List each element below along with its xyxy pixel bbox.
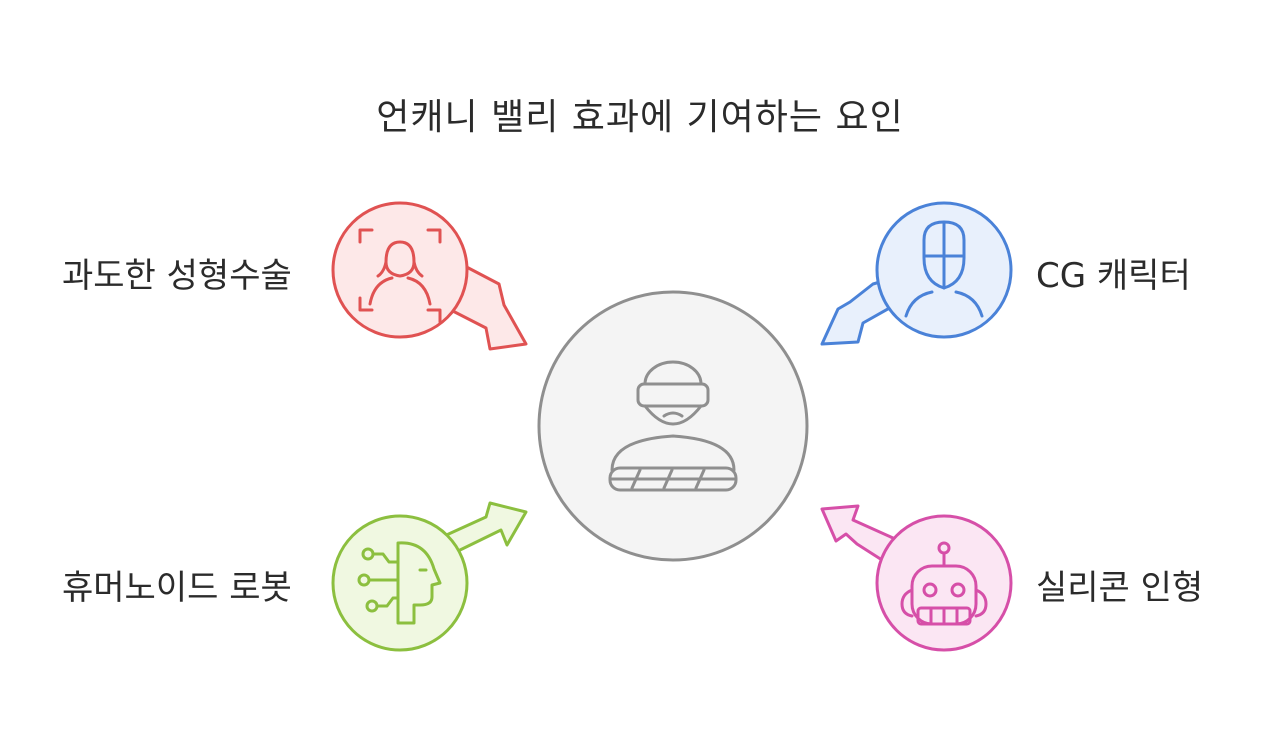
factor-label-surgery: 과도한 성형수술 bbox=[62, 256, 292, 296]
factor-node-humanoid bbox=[331, 514, 469, 652]
masked-person-icon bbox=[904, 220, 984, 318]
face-scan-person-icon bbox=[358, 228, 442, 324]
factor-label-silicone: 실리콘 인형 bbox=[1036, 568, 1204, 608]
diagram-title: 언캐니 밸리 효과에 기여하는 요인 bbox=[376, 97, 904, 138]
ai-head-circuit-icon bbox=[357, 541, 442, 625]
arrow-silicone-to-center bbox=[820, 504, 897, 562]
factor-node-surgery bbox=[331, 201, 469, 339]
factor-label-humanoid: 휴머노이드 로봇 bbox=[62, 568, 292, 608]
center-node bbox=[537, 290, 809, 562]
blindfolded-figure-icon bbox=[608, 360, 738, 492]
factor-label-cg: CG 캐릭터 bbox=[1036, 256, 1191, 296]
arrow-humanoid-to-center bbox=[440, 501, 528, 562]
factor-node-cg bbox=[875, 201, 1013, 339]
robot-head-icon bbox=[900, 541, 988, 626]
factor-node-silicone bbox=[875, 514, 1013, 652]
